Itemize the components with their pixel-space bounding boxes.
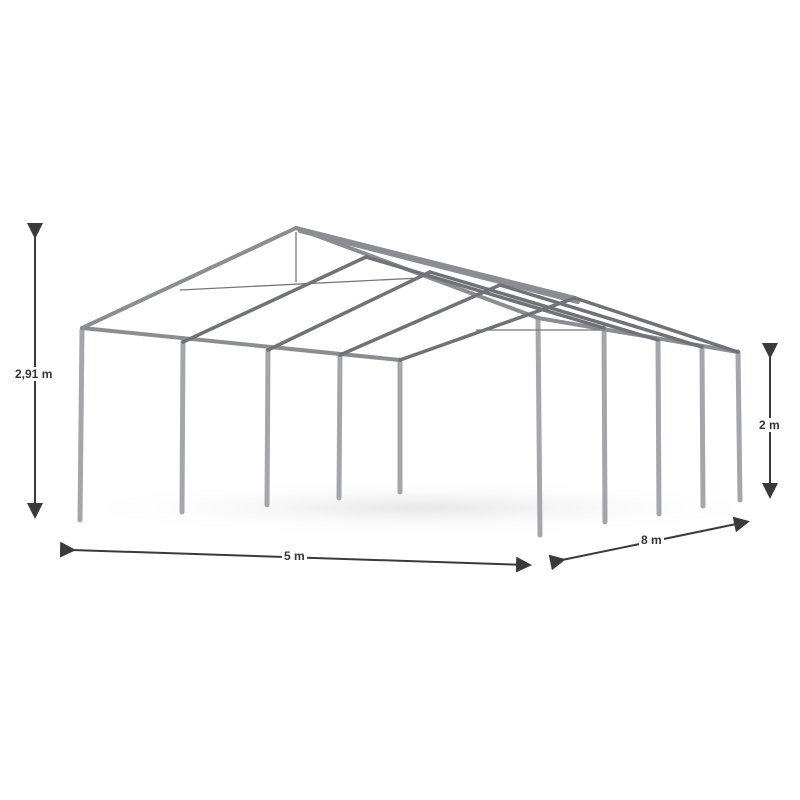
- height-peak-label: 2,91 m: [13, 367, 55, 381]
- legs: [77, 315, 743, 538]
- roof-frame: [80, 226, 740, 362]
- height-side-label: 2 m: [757, 418, 782, 432]
- length-label: 8 m: [639, 533, 664, 547]
- width-label: 5 m: [282, 549, 307, 563]
- ground-shadow: [60, 480, 780, 536]
